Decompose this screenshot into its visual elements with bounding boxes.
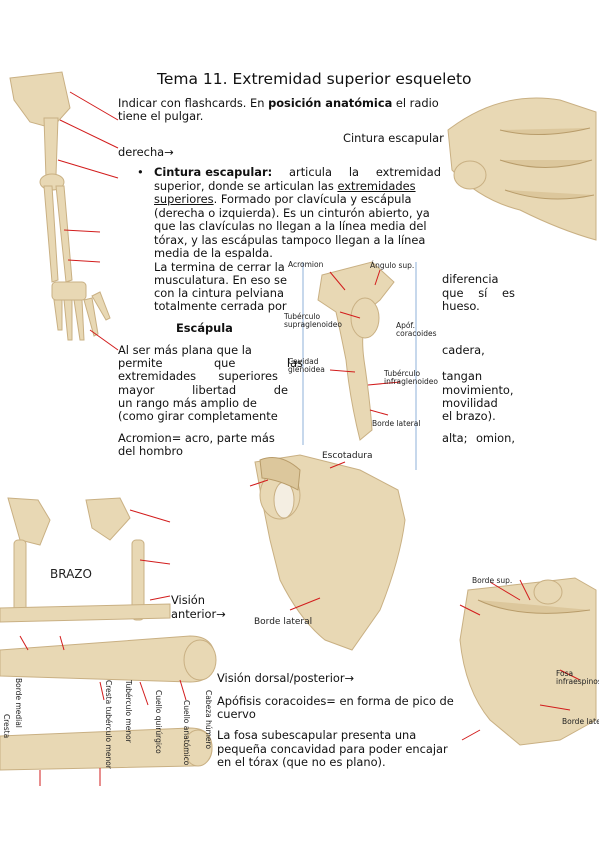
cintura-l2b: extremidades bbox=[337, 179, 416, 193]
label-borde-lateral-2: Borde lateral bbox=[254, 617, 313, 627]
cont-line-1: La termina de cerrar la bbox=[154, 260, 285, 274]
label-borde-medial: Borde medial bbox=[14, 678, 23, 728]
intro-text-a: Indicar con flashcards. En bbox=[118, 96, 269, 110]
apofisis-line-2: cuervo bbox=[217, 707, 256, 721]
label-borde-lateral-3: Borde late bbox=[562, 717, 599, 726]
acromion-line-a: Acromion= acro, parte más bbox=[118, 431, 275, 445]
fosa-line-3: en el tórax (que no es plano). bbox=[217, 755, 386, 769]
label-fosa-infraespinosa: Fosa infraespinosa bbox=[556, 669, 599, 686]
label-cuello-anatomico: Cuello anatómico bbox=[182, 700, 191, 766]
label-acromion: Acromion bbox=[288, 260, 324, 269]
esc-superiores: superiores bbox=[218, 369, 278, 383]
label-cresta: Cresta bbox=[2, 714, 11, 739]
label-cavidad-glenoidea: Cavidad glenoidea bbox=[288, 357, 325, 374]
esc-extremidades: extremidades bbox=[118, 369, 197, 383]
label-tuberculo-menor: Tubérculo menor bbox=[124, 680, 133, 743]
escapula-line-5a: un rango más amplio de bbox=[118, 396, 257, 410]
esc-libertad: libertad bbox=[192, 383, 237, 397]
bullet-dot: • bbox=[137, 165, 144, 179]
cintura-w3: extremidad bbox=[375, 165, 441, 179]
label-apofisis-coracoides: Apóf. coracoides bbox=[396, 321, 437, 338]
cont-que: que bbox=[442, 286, 464, 300]
scapula-anterior-illustration bbox=[459, 577, 597, 746]
vision-dorsal: Visión dorsal/posterior→ bbox=[217, 671, 355, 685]
arm-skeleton-illustration bbox=[9, 71, 119, 351]
label-cabeza-humero: Cabeza húmero bbox=[204, 690, 213, 750]
escapula-line-2a: permite que las bbox=[118, 356, 303, 371]
intro-text-c: el radio bbox=[392, 96, 439, 110]
cont-line-4a: totalmente cerrada por bbox=[154, 299, 287, 313]
cintura-heading: Cintura escapular: bbox=[154, 165, 273, 179]
esc-permite: permite bbox=[118, 356, 163, 370]
escapula-line-3: extremidades superiores bbox=[118, 369, 278, 384]
escapula-line-5b: movilidad bbox=[442, 396, 498, 410]
escapula-line-2b: tangan bbox=[442, 369, 483, 383]
esc-de: de bbox=[273, 383, 288, 397]
intro-bold: posición anatómica bbox=[268, 96, 393, 110]
cont-es: es bbox=[502, 286, 515, 300]
escapula-line-6b: el brazo). bbox=[442, 409, 496, 423]
esc-las: las bbox=[286, 356, 303, 370]
label-brazo: BRAZO bbox=[50, 567, 92, 581]
label-borde-sup: Borde sup. bbox=[472, 576, 513, 585]
label-cuello-quirurgico: Cuello quirúrgico bbox=[154, 690, 163, 754]
page-title: Tema 11. Extremidad superior esqueleto bbox=[157, 70, 472, 88]
label-tuberculo-supraglenoideo: Tubérculo supraglenoideo bbox=[284, 312, 342, 329]
escapula-line-1b: cadera, bbox=[442, 343, 485, 357]
cintura-line-5: que las clavículas no llegan a la línea … bbox=[154, 219, 427, 233]
label-tuberculo-infraglenoideo: Tubérculo infraglenoideo bbox=[384, 369, 439, 386]
escapula-line-4a: mayor libertad de bbox=[118, 383, 288, 398]
cintura-line-2: superior, donde se articulan las extremi… bbox=[154, 179, 416, 194]
intro-line-3: Cintura escapular bbox=[343, 131, 444, 145]
cintura-line-3: superiores. Formado por clavícula y escá… bbox=[154, 192, 412, 207]
esc-mayor: mayor bbox=[118, 383, 155, 397]
cintura-line-1: Cintura escapular: articula la extremida… bbox=[154, 165, 441, 180]
cont-line-1b: diferencia bbox=[442, 272, 499, 286]
cont-line-3b: que sí es bbox=[442, 286, 515, 301]
scapula-posterior-illustration bbox=[249, 454, 406, 651]
label-escotadura: Escotadura bbox=[322, 451, 373, 461]
escapula-line-4b: movimiento, bbox=[442, 383, 514, 397]
intro-line-1: Indicar con flashcards. En posición anat… bbox=[118, 96, 439, 111]
cont-line-4b: hueso. bbox=[442, 299, 480, 313]
cont-line-3a: con la cintura pelviana bbox=[154, 286, 284, 300]
esc-que: que bbox=[213, 356, 236, 370]
intro-line-2: tiene el pulgar. bbox=[118, 109, 204, 123]
escapula-line-1a: Al ser más plana que la bbox=[118, 343, 252, 357]
escapula-line-6a: (como girar completamente bbox=[118, 409, 278, 423]
cont-line-2: musculatura. En eso se bbox=[154, 273, 287, 287]
cintura-w2: la bbox=[348, 165, 359, 179]
acromion-line-2: del hombro bbox=[118, 444, 183, 458]
label-borde-lateral: Borde lateral bbox=[372, 419, 421, 428]
cont-si: sí bbox=[478, 286, 488, 300]
acromion-omion: omion, bbox=[475, 431, 515, 445]
arm-anterior-illustration bbox=[0, 497, 171, 623]
acromion-alta: alta; bbox=[442, 431, 468, 445]
label-angulo-sup: Ángulo sup. bbox=[370, 261, 415, 270]
cintura-w1: articula bbox=[289, 165, 332, 179]
cintura-l2a: superior, donde se articulan las bbox=[154, 179, 338, 193]
scapula-lateral-illustration bbox=[302, 261, 417, 470]
apofisis-line-1: Apófisis coracoides= en forma de pico de bbox=[217, 694, 454, 708]
cintura-line-7: media de la espalda. bbox=[154, 246, 273, 260]
fosa-line-2: pequeña concavidad para poder encajar bbox=[217, 742, 448, 756]
label-cresta-tuberculo-menor: Cresta tubérculo menor bbox=[104, 680, 113, 769]
cintura-l3b: . Formado por clavícula y escápula bbox=[213, 192, 412, 206]
vision-anterior-1: Visión bbox=[171, 593, 205, 607]
fosa-text-1: La fosa subescapular presenta una bbox=[217, 728, 417, 742]
vision-anterior-2: anterior→ bbox=[171, 607, 226, 621]
cintura-line-4: (derecha o izquierda). Es un cinturón ab… bbox=[154, 206, 430, 220]
intro-line-4: derecha→ bbox=[118, 145, 174, 159]
acromion-line-b: alta; omion, bbox=[442, 431, 515, 446]
escapula-heading: Escápula bbox=[176, 321, 233, 335]
shoulder-girdle-illustration bbox=[447, 97, 597, 241]
cintura-l3a: superiores bbox=[154, 192, 214, 206]
fosa-line-1: La fosa subescapular presenta una bbox=[217, 728, 447, 743]
humerus-illustration bbox=[0, 635, 217, 786]
cintura-line-6: tórax, y las escápulas tampoco llegan a … bbox=[154, 233, 426, 247]
